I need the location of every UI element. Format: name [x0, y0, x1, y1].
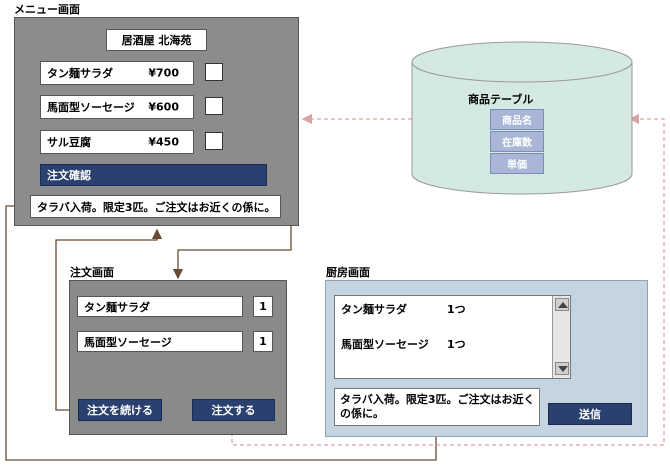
- table-field: 在庫数: [490, 131, 544, 152]
- continue-order-button[interactable]: 注文を続ける: [78, 399, 162, 421]
- kitchen-message-field[interactable]: タラバ入荷。限定3匹。ご注文はお近く の係に。: [334, 388, 540, 426]
- arrow-send-to-table: [231, 113, 665, 446]
- menu-item[interactable]: 馬面型ソーセージ ¥600: [40, 95, 194, 119]
- menu-item-checkbox[interactable]: [205, 97, 223, 115]
- shop-name: 居酒屋 北海苑: [106, 29, 207, 51]
- menu-item-checkbox[interactable]: [205, 132, 223, 150]
- menu-item[interactable]: サル豆腐 ¥450: [40, 130, 194, 154]
- menu-item-price: ¥700: [148, 66, 179, 80]
- arrow-up-icon: [558, 302, 568, 308]
- order-screen-title: 注文画面: [70, 266, 114, 279]
- kitchen-message-line: の係に。: [340, 407, 384, 420]
- send-button[interactable]: 送信: [548, 403, 632, 425]
- kitchen-item-qty: 1つ: [447, 303, 466, 316]
- kitchen-item-name: タン麺サラダ: [341, 303, 407, 316]
- notice-banner: タラバ入荷。限定3匹。ご注文はお近くの係に。: [30, 195, 281, 218]
- arrow-kitchen-message-to-notice: [5, 200, 437, 461]
- place-order-button[interactable]: 注文する: [192, 399, 275, 421]
- menu-screen-panel: [14, 17, 299, 226]
- menu-item[interactable]: タン麺サラダ ¥700: [40, 61, 194, 85]
- kitchen-screen-title: 厨房画面: [326, 266, 370, 279]
- table-field: 単価: [490, 153, 544, 174]
- order-row-qty[interactable]: 1: [253, 331, 273, 352]
- kitchen-list-scrollbar[interactable]: [552, 296, 570, 378]
- scroll-down-button[interactable]: [555, 362, 569, 375]
- menu-screen-title: メニュー画面: [14, 3, 80, 16]
- menu-item-price: ¥600: [148, 100, 179, 114]
- order-row-qty[interactable]: 1: [253, 296, 273, 317]
- menu-item-price: ¥450: [148, 135, 179, 149]
- arrow-continue-to-menu: [55, 228, 163, 411]
- menu-item-name: 馬面型ソーセージ: [47, 101, 135, 114]
- kitchen-order-list[interactable]: タン麺サラダ 1つ 馬面型ソーセージ 1つ: [334, 295, 571, 379]
- order-row-name: タン麺サラダ: [77, 296, 243, 317]
- menu-item-name: サル豆腐: [47, 136, 91, 149]
- kitchen-item-name: 馬面型ソーセージ: [341, 338, 429, 351]
- product-table-title: 商品テーブル: [468, 93, 534, 106]
- menu-item-name: タン麺サラダ: [47, 67, 113, 80]
- table-field: 商品名: [490, 109, 544, 130]
- order-confirm-button[interactable]: 注文確認: [40, 164, 267, 186]
- kitchen-message-line: タラバ入荷。限定3匹。ご注文はお近く: [340, 393, 535, 406]
- scroll-up-button[interactable]: [555, 298, 569, 311]
- order-row-name: 馬面型ソーセージ: [77, 331, 243, 352]
- kitchen-item-qty: 1つ: [447, 338, 466, 351]
- arrow-down-icon: [558, 366, 568, 372]
- menu-item-checkbox[interactable]: [205, 63, 223, 81]
